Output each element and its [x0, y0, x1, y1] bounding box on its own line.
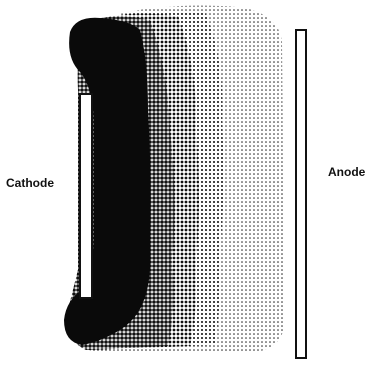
anode-electrode	[296, 30, 306, 358]
anode-label: Anode	[328, 165, 365, 179]
cathode-electrode	[80, 94, 92, 298]
cathode-label: Cathode	[6, 176, 54, 190]
deposit-buildup	[64, 18, 151, 345]
